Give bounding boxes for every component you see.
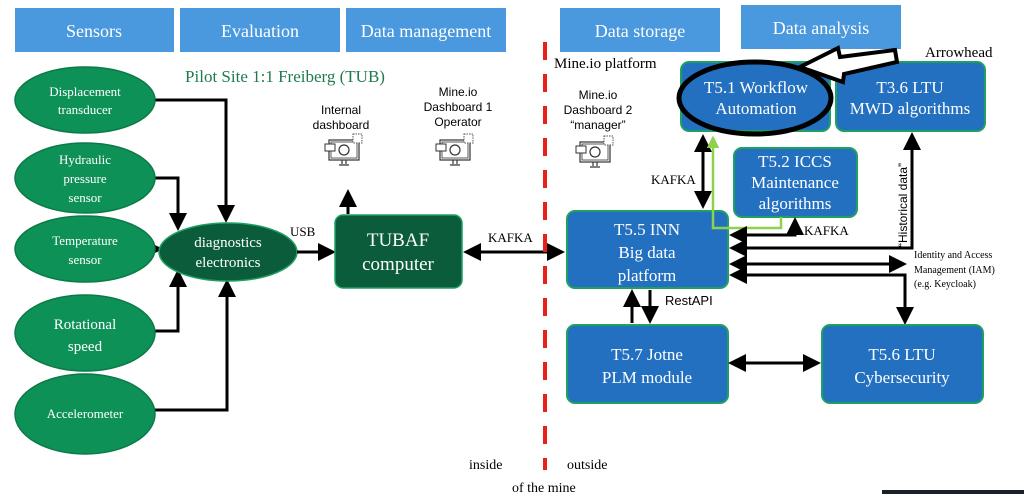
header-data-analysis: Data analysis — [741, 5, 901, 49]
header-data-analysis-label: Data analysis — [773, 18, 869, 38]
header-data-storage: Data storage — [560, 8, 720, 52]
kafka-label-2: KAFKA — [651, 172, 696, 187]
sensor-accelerometer: Accelerometer — [14, 373, 156, 455]
internal-dashboard-icon — [324, 133, 363, 166]
connector-rotational — [155, 269, 187, 333]
dashboard2-icon — [575, 135, 614, 168]
header-sensors-label: Sensors — [66, 21, 122, 41]
header-evaluation: Evaluation — [180, 8, 340, 52]
connector-accelerometer — [155, 279, 236, 412]
usb-label: USB — [290, 224, 316, 239]
outside-label: outside — [567, 458, 607, 473]
connector-displacement — [155, 98, 235, 223]
dashboard1-icon — [435, 133, 474, 166]
kafka-label-3: KAFKA — [804, 223, 849, 238]
kafka-label-1: KAFKA — [488, 230, 533, 245]
pointer-arrow-icon — [794, 45, 900, 85]
restapi-label: RestAPI — [665, 293, 713, 308]
inside-label: inside — [469, 458, 502, 473]
mineio-platform-label: Mine.io platform — [554, 56, 657, 72]
header-data-storage-label: Data storage — [595, 21, 685, 41]
svg-text:Accelerometer: Accelerometer — [47, 406, 124, 421]
site-title: Pilot Site 1:1 Freiberg (TUB) — [185, 67, 385, 86]
header-data-management: Data management — [346, 8, 506, 52]
connector-historical-data — [729, 132, 921, 257]
historical-data-label: “Historical data” — [896, 163, 910, 247]
header-data-management-label: Data management — [361, 21, 491, 41]
header-sensors: Sensors — [15, 8, 174, 52]
arrowhead-label: Arrowhead — [925, 45, 993, 61]
bottom-bar — [882, 490, 1024, 494]
connector-hydraulic — [155, 176, 187, 231]
header-evaluation-label: Evaluation — [221, 21, 299, 41]
connector-bigdata-cybersecurity — [729, 266, 914, 325]
of-the-mine-label: of the mine — [512, 481, 576, 494]
